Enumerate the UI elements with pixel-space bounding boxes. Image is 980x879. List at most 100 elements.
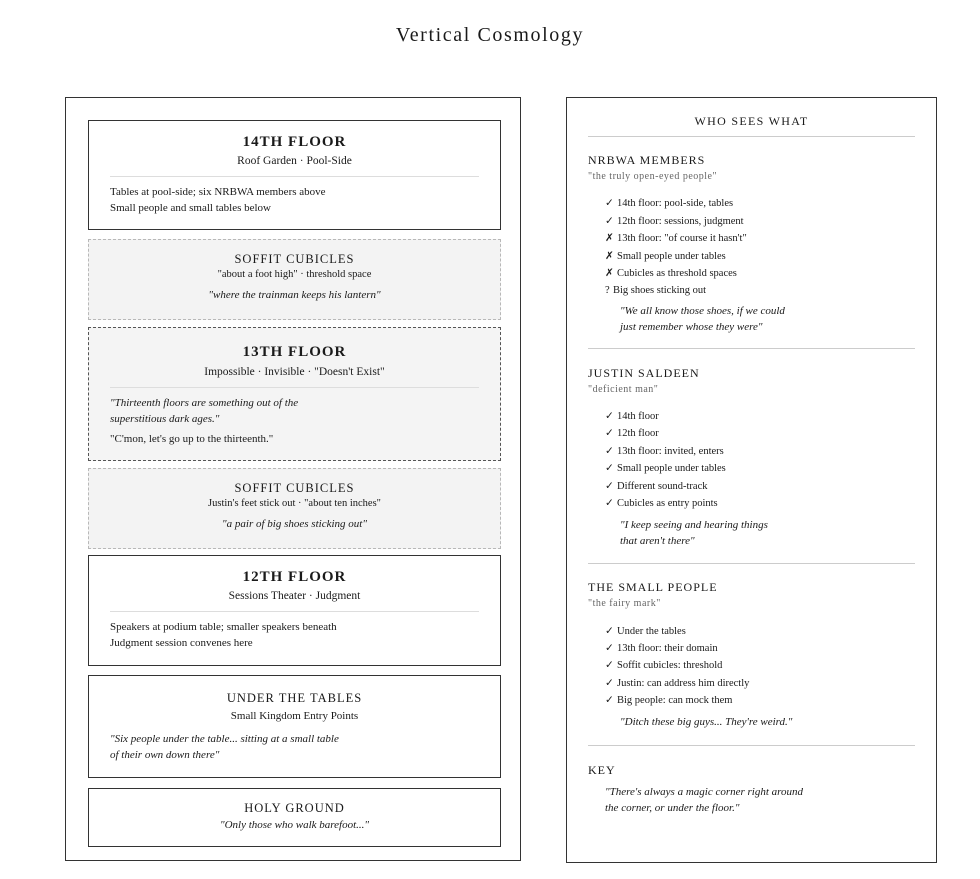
floor-12-line: Speakers at podium table; smaller speake… bbox=[110, 621, 337, 633]
item-label: 13th floor: their domain bbox=[617, 643, 718, 654]
list-item: ?Big shoes sticking out bbox=[605, 285, 706, 296]
list-item: ✓12th floor: sessions, judgment bbox=[605, 215, 744, 227]
list-item: ✗13th floor: "of course it hasn't" bbox=[605, 232, 747, 244]
list-item: ✓Big people: can mock them bbox=[605, 694, 732, 706]
list-item: ✗Cubicles as threshold spaces bbox=[605, 267, 737, 279]
floor-13-line: "C'mon, let's go up to the thirteenth." bbox=[110, 433, 274, 445]
list-item: ✓14th floor: pool-side, tables bbox=[605, 197, 733, 209]
item-label: Small people under tables bbox=[617, 463, 726, 474]
section-title-key: KEY bbox=[588, 763, 616, 777]
holy-ground-name: HOLY GROUND bbox=[244, 801, 345, 815]
item-label: Big people: can mock them bbox=[617, 695, 733, 706]
divider bbox=[110, 611, 479, 612]
holy-ground-box: HOLY GROUND "Only those who walk barefoo… bbox=[88, 788, 501, 847]
floor-12-line: Judgment session convenes here bbox=[110, 637, 253, 649]
item-label: Under the tables bbox=[617, 626, 686, 637]
floor-14-name: 14TH FLOOR bbox=[242, 134, 347, 150]
soffit-upper-quote: "where the trainman keeps his lantern" bbox=[208, 289, 381, 301]
floor-13-box: 13TH FLOOR Impossible · Invisible · "Doe… bbox=[88, 327, 501, 461]
item-label: Cubicles as entry points bbox=[617, 498, 718, 509]
item-label: Small people under tables bbox=[617, 251, 726, 262]
divider bbox=[588, 348, 915, 349]
soffit-cubicles-lower-box: SOFFIT CUBICLES Justin's feet stick out … bbox=[88, 468, 501, 549]
status-mark: ✓ bbox=[605, 498, 614, 509]
item-label: 13th floor: invited, enters bbox=[617, 446, 724, 457]
floor-13-name: 13TH FLOOR bbox=[242, 344, 347, 360]
divider bbox=[110, 176, 479, 177]
quote-line: that aren't there" bbox=[620, 534, 695, 547]
floor-14-subtitle: Roof Garden · Pool-Side bbox=[237, 155, 352, 167]
floor-13-subtitle: Impossible · Invisible · "Doesn't Exist" bbox=[204, 366, 385, 378]
list-item: ✓13th floor: invited, enters bbox=[605, 445, 724, 457]
section-title-nrbwa: NRBWA MEMBERS bbox=[588, 153, 706, 167]
item-label: Cubicles as threshold spaces bbox=[617, 268, 737, 279]
section-note-small-people: "the fairy mark" bbox=[588, 598, 661, 609]
under-tables-name: UNDER THE TABLES bbox=[226, 691, 363, 705]
status-mark: ✓ bbox=[605, 695, 614, 706]
soffit-upper-subtitle: "about a foot high" · threshold space bbox=[217, 269, 372, 280]
under-tables-quote: of their own down there" bbox=[110, 749, 220, 761]
status-mark: ✓ bbox=[605, 626, 614, 637]
floor-stack-panel: 14TH FLOOR Roof Garden · Pool-Side Table… bbox=[65, 97, 521, 861]
divider bbox=[588, 563, 915, 564]
page-title: Vertical Cosmology bbox=[395, 24, 585, 46]
floor-12-subtitle: Sessions Theater · Judgment bbox=[228, 590, 361, 602]
quote-line: "I keep seeing and hearing things bbox=[620, 519, 768, 531]
who-sees-what-panel: WHO SEES WHAT NRBWA MEMBERS "the truly o… bbox=[566, 97, 937, 863]
soffit-lower-name: SOFFIT CUBICLES bbox=[234, 481, 355, 495]
section-quote-justin: "I keep seeing and hearing things that a… bbox=[620, 518, 768, 549]
floor-14-line: Small people and small tables below bbox=[110, 202, 271, 214]
divider bbox=[110, 387, 479, 388]
list-item: ✗Small people under tables bbox=[605, 250, 726, 262]
floor-13-quote: superstitious dark ages." bbox=[110, 413, 220, 425]
soffit-lower-subtitle: Justin's feet stick out · "about ten inc… bbox=[208, 498, 381, 509]
item-label: 14th floor: pool-side, tables bbox=[617, 198, 734, 209]
list-item: ✓Small people under tables bbox=[605, 462, 726, 474]
under-the-tables-box: UNDER THE TABLES Small Kingdom Entry Poi… bbox=[88, 675, 501, 778]
section-note-nrbwa: "the truly open-eyed people" bbox=[588, 171, 718, 182]
list-item: ✓Soffit cubicles: threshold bbox=[605, 659, 722, 671]
item-label: Different sound-track bbox=[617, 481, 708, 492]
status-mark: ✗ bbox=[605, 251, 614, 262]
status-mark: ? bbox=[605, 285, 610, 296]
list-item: ✓13th floor: their domain bbox=[605, 642, 718, 654]
section-quote-small-people: "Ditch these big guys... They're weird." bbox=[620, 716, 793, 728]
status-mark: ✓ bbox=[605, 643, 614, 654]
item-label: 13th floor: "of course it hasn't" bbox=[617, 233, 747, 244]
status-mark: ✗ bbox=[605, 233, 614, 244]
floor-14-box: 14TH FLOOR Roof Garden · Pool-Side Table… bbox=[88, 120, 501, 230]
section-title-justin: JUSTIN SALDEEN bbox=[588, 366, 700, 380]
divider bbox=[588, 136, 915, 137]
holy-ground-quote: "Only those who walk barefoot..." bbox=[219, 819, 370, 831]
section-note-justin: "deficient man" bbox=[588, 384, 659, 395]
list-item: ✓Justin: can address him directly bbox=[605, 677, 749, 689]
status-mark: ✓ bbox=[605, 446, 614, 457]
under-tables-quote: "Six people under the table... sitting a… bbox=[110, 733, 339, 745]
status-mark: ✓ bbox=[605, 216, 614, 227]
status-mark: ✓ bbox=[605, 463, 614, 474]
legend-heading: WHO SEES WHAT bbox=[694, 114, 809, 128]
section-quote-nrbwa: "We all know those shoes, if we could ju… bbox=[620, 304, 785, 335]
status-mark: ✓ bbox=[605, 660, 614, 671]
quote-line: "There's always a magic corner right aro… bbox=[605, 786, 804, 798]
item-label: Big shoes sticking out bbox=[613, 285, 707, 296]
quote-line: the corner, or under the floor." bbox=[605, 801, 740, 814]
soffit-cubicles-upper-box: SOFFIT CUBICLES "about a foot high" · th… bbox=[88, 239, 501, 320]
item-label: 14th floor bbox=[617, 411, 659, 422]
quote-line: just remember whose they were" bbox=[620, 320, 763, 333]
soffit-lower-quote: "a pair of big shoes sticking out" bbox=[222, 518, 367, 530]
floor-14-line: Tables at pool-side; six NRBWA members a… bbox=[110, 186, 326, 198]
soffit-upper-name: SOFFIT CUBICLES bbox=[234, 252, 355, 266]
list-item: ✓Different sound-track bbox=[605, 480, 707, 492]
item-label: 12th floor bbox=[617, 428, 659, 439]
status-mark: ✓ bbox=[605, 198, 614, 209]
divider bbox=[588, 745, 915, 746]
floor-12-box: 12TH FLOOR Sessions Theater · Judgment S… bbox=[88, 555, 501, 666]
list-item: ✓Under the tables bbox=[605, 625, 686, 637]
status-mark: ✗ bbox=[605, 268, 614, 279]
quote-line: "We all know those shoes, if we could bbox=[620, 305, 785, 317]
list-item: ✓12th floor bbox=[605, 427, 659, 439]
status-mark: ✓ bbox=[605, 428, 614, 439]
list-item: ✓Cubicles as entry points bbox=[605, 497, 718, 509]
item-label: 12th floor: sessions, judgment bbox=[617, 216, 744, 227]
